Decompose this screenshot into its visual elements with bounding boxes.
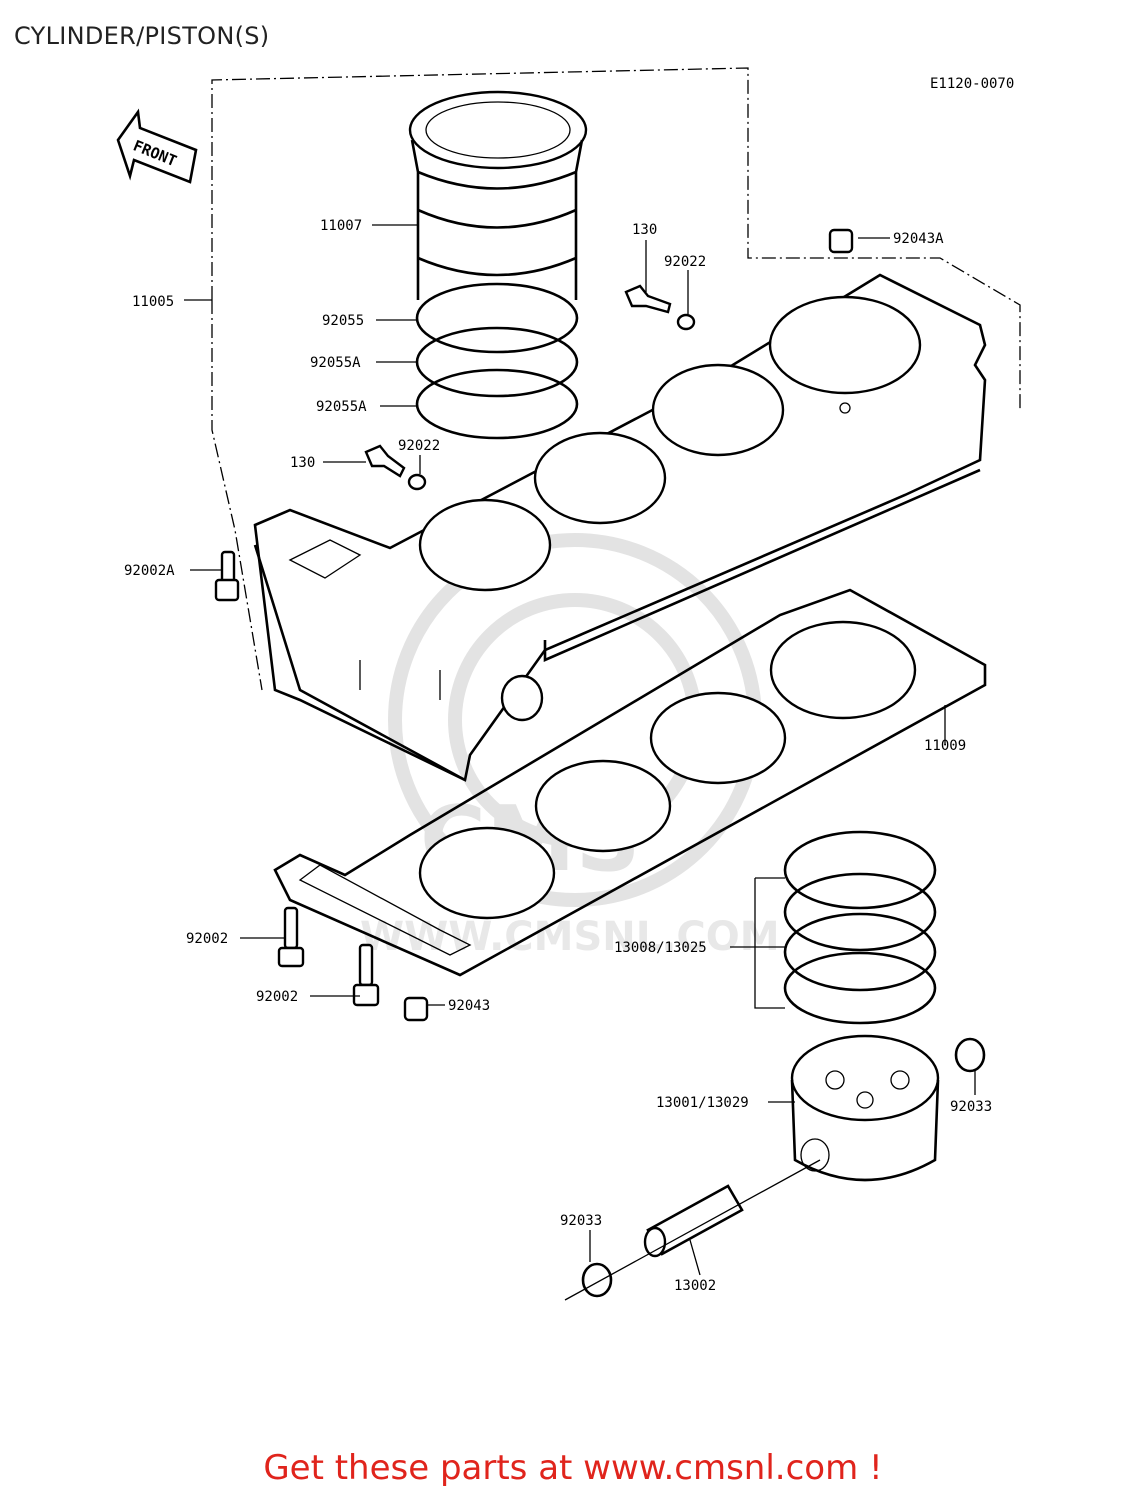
dowel-92043A-icon [828,228,854,254]
bolt-130-top-icon [624,284,696,331]
bolt-92002-icon [277,906,380,1007]
assembly-bracket [211,67,1021,691]
callout-92043A: 92043A [893,231,944,247]
callout-130: 130 [632,222,657,238]
callout-11007: 11007 [320,218,362,234]
callout-92055A: 92055A [316,399,367,415]
dowel-92043-icon [403,996,429,1022]
svg-text:WWW.CMSNL.COM: WWW.CMSNL.COM [360,914,780,960]
bolt-130-mid-icon [364,444,427,491]
callout-92033: 92033 [950,1099,992,1115]
callout-13008-13025: 13008/13025 [614,940,707,956]
callout-130: 130 [290,455,315,471]
piston-icon [790,1034,940,1182]
callout-13001-13029: 13001/13029 [656,1095,749,1111]
cylinder-block-icon [253,273,987,782]
circlip-left-icon [581,1262,613,1298]
callout-92002A: 92002A [124,563,175,579]
callout-13002: 13002 [674,1278,716,1294]
circlip-right-icon [954,1037,986,1073]
callout-92055A: 92055A [310,355,361,371]
gasket-icon [273,588,987,977]
piston-ring-set-icon [754,830,937,1025]
callout-92055: 92055 [322,313,364,329]
ring-set-icon [415,282,579,440]
bolt-92002A-icon [214,550,240,602]
callout-11009: 11009 [924,738,966,754]
cylinder-liner-icon [408,90,588,300]
front-arrow-icon: FRONT [116,108,198,184]
callout-92022: 92022 [398,438,440,454]
piston-pin-icon [564,1159,821,1301]
leader-lines [184,224,976,1276]
promo-link[interactable]: Get these parts at www.cmsnl.com ! [263,1448,883,1488]
page-title: CYLINDER/PISTON(S) [14,22,270,50]
callout-labels: E1120-0070 11007 11005 92055 92055A 9205… [124,76,1014,1294]
diagram-code: E1120-0070 [930,76,1014,92]
callout-92033: 92033 [560,1213,602,1229]
callout-92043: 92043 [448,998,490,1014]
callout-92002: 92002 [256,989,298,1005]
callout-92002: 92002 [186,931,228,947]
callout-11005: 11005 [132,294,174,310]
callout-92022: 92022 [664,254,706,270]
